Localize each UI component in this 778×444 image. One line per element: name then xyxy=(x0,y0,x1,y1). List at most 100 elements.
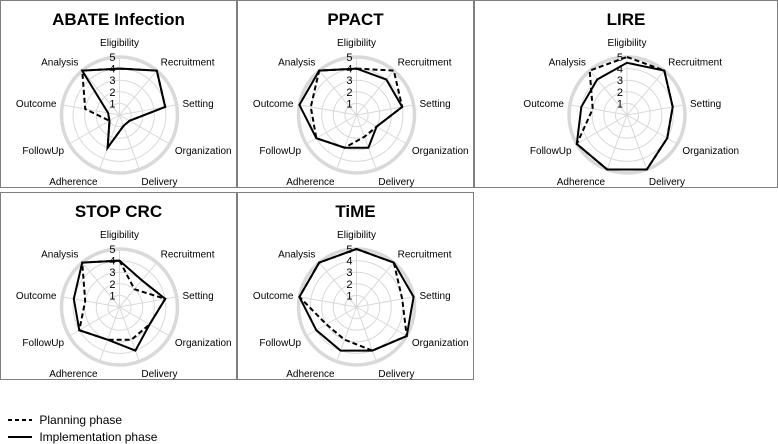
axis-label-organization: Organization xyxy=(682,146,739,157)
axis-spoke xyxy=(589,70,628,116)
axis-spoke xyxy=(356,262,395,308)
tick-label: 1 xyxy=(346,98,352,110)
axis-spoke xyxy=(356,296,414,308)
axis-label-followup: FollowUp xyxy=(22,146,64,157)
radar-chart-lire: 12345EligibilityRecruitmentSettingOrgani… xyxy=(523,38,739,188)
axis-label-analysis: Analysis xyxy=(278,249,315,260)
series-line-planning-phase xyxy=(309,67,404,149)
radar-chart-ppact: 12345EligibilityRecruitmentSettingOrgani… xyxy=(253,38,469,188)
axis-label-setting: Setting xyxy=(183,99,214,110)
tick-label: 4 xyxy=(109,64,115,76)
tick-label: 3 xyxy=(346,75,352,87)
tick-label: 5 xyxy=(109,52,115,64)
axis-spoke xyxy=(606,114,628,170)
axis-spoke xyxy=(356,104,414,116)
tick-label: 2 xyxy=(109,279,115,291)
axis-label-outcome: Outcome xyxy=(253,99,294,110)
tick-label: 1 xyxy=(109,98,115,110)
chart-title: PPACT xyxy=(327,10,384,29)
axis-spoke xyxy=(626,114,678,145)
tick-label: 1 xyxy=(346,290,352,302)
axis-spoke xyxy=(299,104,357,116)
axis-label-adherence: Adherence xyxy=(286,177,335,188)
axis-spoke xyxy=(119,262,158,308)
legend-implementation: Implementation phase xyxy=(8,429,157,444)
axis-spoke xyxy=(119,70,158,116)
axis-label-setting: Setting xyxy=(420,99,451,110)
tick-label: 1 xyxy=(109,290,115,302)
axis-spoke xyxy=(62,104,120,116)
axis-spoke xyxy=(119,296,177,308)
axis-label-organization: Organization xyxy=(412,146,469,157)
tick-label: 4 xyxy=(346,64,352,76)
axis-spoke xyxy=(69,306,120,337)
axis-spoke xyxy=(306,114,357,145)
tick-label: 3 xyxy=(617,75,623,87)
tick-label: 2 xyxy=(109,87,115,99)
axis-spoke xyxy=(356,306,407,337)
axis-label-outcome: Outcome xyxy=(253,291,294,302)
axis-spoke xyxy=(626,104,685,116)
tick-label: 5 xyxy=(346,244,352,256)
tick-label: 1 xyxy=(617,98,623,110)
solid-line-icon xyxy=(8,435,32,438)
axis-label-adherence: Adherence xyxy=(49,369,98,380)
series-line-implementation-phase xyxy=(80,67,167,152)
axis-label-eligibility: Eligibility xyxy=(608,38,647,49)
axis-spoke xyxy=(626,114,648,170)
axis-label-organization: Organization xyxy=(175,338,232,349)
axis-spoke xyxy=(336,306,357,362)
axis-label-recruitment: Recruitment xyxy=(668,57,722,68)
axis-spoke xyxy=(81,262,120,308)
axis-spoke xyxy=(99,306,120,362)
chart-title: LIRE xyxy=(606,10,646,29)
axis-spoke xyxy=(356,114,377,170)
axis-label-followup: FollowUp xyxy=(259,146,301,157)
tick-label: 2 xyxy=(346,87,352,99)
axis-spoke xyxy=(318,70,357,116)
tick-label: 3 xyxy=(346,267,352,279)
radar-chart-abate: 12345EligibilityRecruitmentSettingOrgani… xyxy=(16,38,232,188)
axis-label-adherence: Adherence xyxy=(557,177,606,188)
axis-label-setting: Setting xyxy=(420,291,451,302)
axis-spoke xyxy=(119,114,140,170)
radar-chart-time: 12345EligibilityRecruitmentSettingOrgani… xyxy=(253,230,469,380)
chart-title: STOP CRC xyxy=(74,202,163,221)
axis-spoke xyxy=(356,70,395,116)
axis-label-recruitment: Recruitment xyxy=(161,57,215,68)
axis-label-recruitment: Recruitment xyxy=(398,249,452,260)
dashed-line-icon xyxy=(8,418,32,421)
tick-label: 3 xyxy=(109,267,115,279)
series-line-planning-phase xyxy=(78,259,167,341)
tick-label: 4 xyxy=(346,256,352,268)
axis-label-delivery: Delivery xyxy=(378,177,414,188)
axis-label-delivery: Delivery xyxy=(141,177,177,188)
axis-spoke xyxy=(299,296,357,308)
tick-label: 4 xyxy=(617,64,623,76)
axis-label-outcome: Outcome xyxy=(523,99,564,110)
axis-spoke xyxy=(576,114,628,145)
axis-label-analysis: Analysis xyxy=(549,57,586,68)
chart-title: TiME xyxy=(335,202,376,221)
series-line-implementation-phase xyxy=(72,259,167,352)
axis-spoke xyxy=(119,306,140,362)
axis-label-setting: Setting xyxy=(690,99,721,110)
series-line-implementation-phase xyxy=(575,61,674,171)
axis-label-delivery: Delivery xyxy=(378,369,414,380)
series-line-planning-phase xyxy=(298,247,408,352)
axis-label-analysis: Analysis xyxy=(41,249,78,260)
axis-spoke xyxy=(626,70,665,116)
axis-label-adherence: Adherence xyxy=(49,177,98,188)
axis-label-delivery: Delivery xyxy=(649,177,685,188)
axis-label-recruitment: Recruitment xyxy=(161,249,215,260)
axis-spoke xyxy=(62,296,120,308)
axis-spoke xyxy=(306,306,357,337)
axis-label-setting: Setting xyxy=(183,291,214,302)
axis-spoke xyxy=(119,104,177,116)
axis-label-eligibility: Eligibility xyxy=(100,38,139,49)
axis-spoke xyxy=(356,306,377,362)
